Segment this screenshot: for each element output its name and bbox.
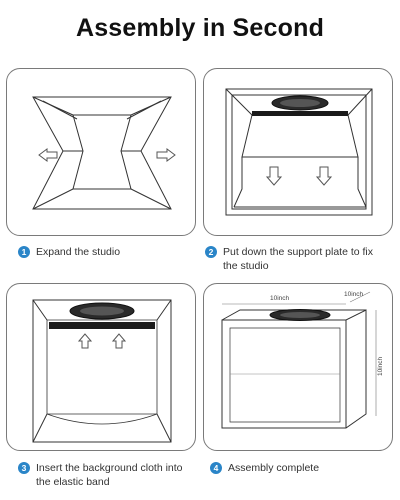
step-number-badge: 3 [18,462,30,474]
left-arrow-icon [38,148,58,162]
step-4-illustration: 10inch 10inch 10inch [203,283,393,451]
step-4-text: Assembly complete [228,462,320,474]
step-number-badge: 2 [205,246,217,258]
step-2-caption: 2 Put down the support plate to fix the … [205,245,390,273]
step-2-illustration [203,68,393,236]
step-1-text: Expand the studio [36,246,121,258]
step-3-caption: 3 Insert the background cloth into the e… [18,461,198,489]
up-arrow-icon [77,333,127,349]
width-dimension-label: 10inch [270,295,290,302]
step-4-caption: 4 Assembly complete [210,461,390,475]
step-2-text: Put down the support plate to fix the st… [223,246,374,272]
page-title: Assembly in Second [75,14,325,42]
step-number-badge: 4 [210,462,222,474]
step-3-text: Insert the background cloth into the ela… [36,462,183,488]
step-1-illustration [6,68,196,236]
step-1-caption: 1 Expand the studio [18,245,193,259]
down-arrow-icon [265,166,333,186]
step-3-illustration [6,283,196,451]
height-dimension-label: 10inch [377,356,384,376]
right-arrow-icon [156,148,176,162]
step-number-badge: 1 [18,246,30,258]
depth-dimension-label: 10inch [344,291,364,298]
